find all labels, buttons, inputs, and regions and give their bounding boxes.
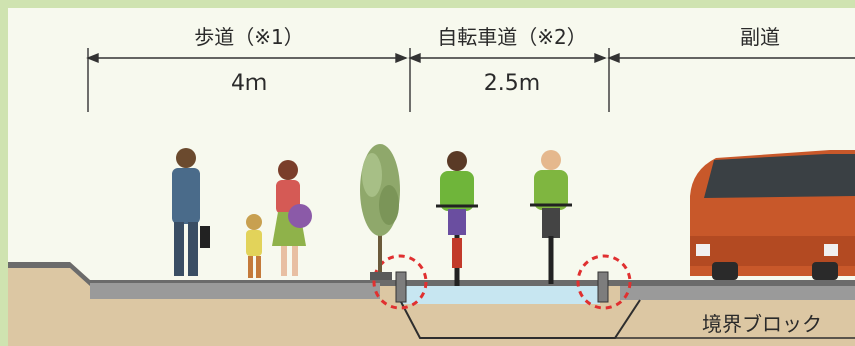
pedestrian-man-icon <box>172 148 210 276</box>
sidewalk-pavement <box>90 283 380 299</box>
bike-lane-width: 2.5m <box>484 71 540 96</box>
curb-marker-circle-right <box>576 254 632 310</box>
curb-block-left <box>395 271 407 303</box>
cyclist-1-icon <box>436 151 478 286</box>
ground-section <box>8 262 855 346</box>
child-icon <box>246 214 262 278</box>
dimension-lines <box>86 48 855 112</box>
curb-block-right <box>597 271 609 303</box>
boundary-block-label: 境界ブロック <box>702 312 822 336</box>
car-icon <box>690 150 855 280</box>
street-tree-icon <box>360 144 400 280</box>
bike-lane-header: 自転車道（※2） <box>437 25 586 49</box>
curb-marker-circle-left <box>372 254 428 310</box>
sidewalk-width: 4ｍ <box>231 71 267 96</box>
side-road-header: 副道 <box>740 25 780 49</box>
cyclist-2-icon <box>530 150 572 284</box>
sidewalk-header: 歩道（※1） <box>194 25 303 49</box>
bike-lane-surface <box>400 286 600 304</box>
pedestrian-woman-icon <box>272 160 312 276</box>
side-road-pavement <box>620 286 855 300</box>
